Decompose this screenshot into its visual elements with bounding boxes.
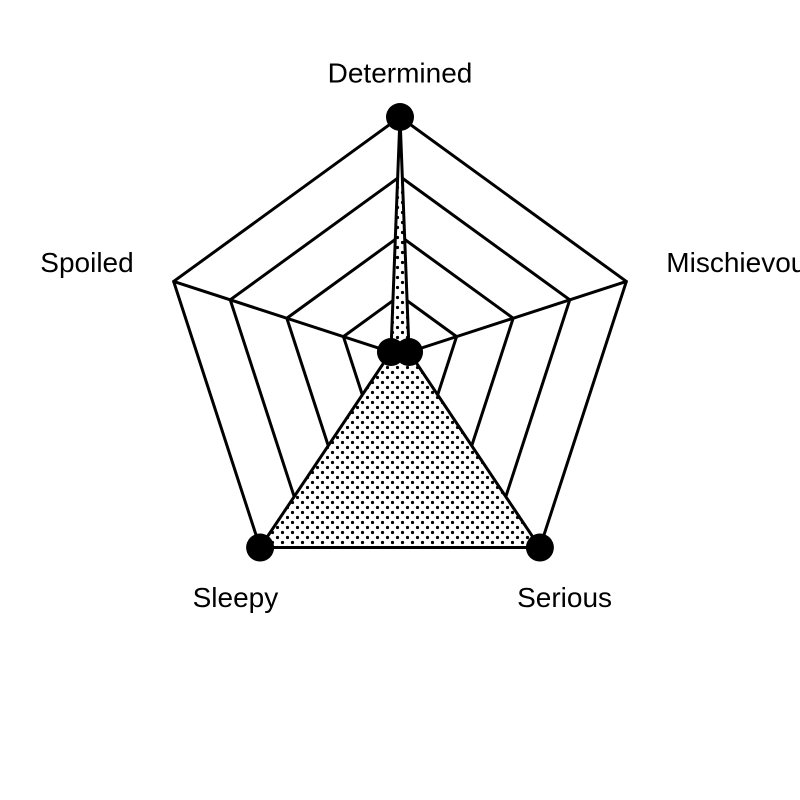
radar-series [246, 103, 554, 562]
axis-label-spoiled: Spoiled [40, 247, 133, 278]
spoke-mischievous [399, 280, 627, 357]
series-area [257, 116, 543, 550]
data-point-determined [386, 103, 414, 131]
data-point-serious [525, 533, 554, 562]
axis-labels: DeterminedMischievousSerious Sleepy Spoile… [40, 57, 800, 613]
data-point-spoiled [376, 338, 405, 367]
axis-label-sleepy: Sleepy [193, 582, 279, 613]
axis-label-determined: Determined [328, 57, 473, 88]
axis-label-mischievous: Mischievous [666, 247, 800, 278]
axis-label-serious: Serious [517, 582, 612, 613]
data-point-sleepy [246, 533, 275, 562]
spoke-spoiled [173, 280, 401, 357]
